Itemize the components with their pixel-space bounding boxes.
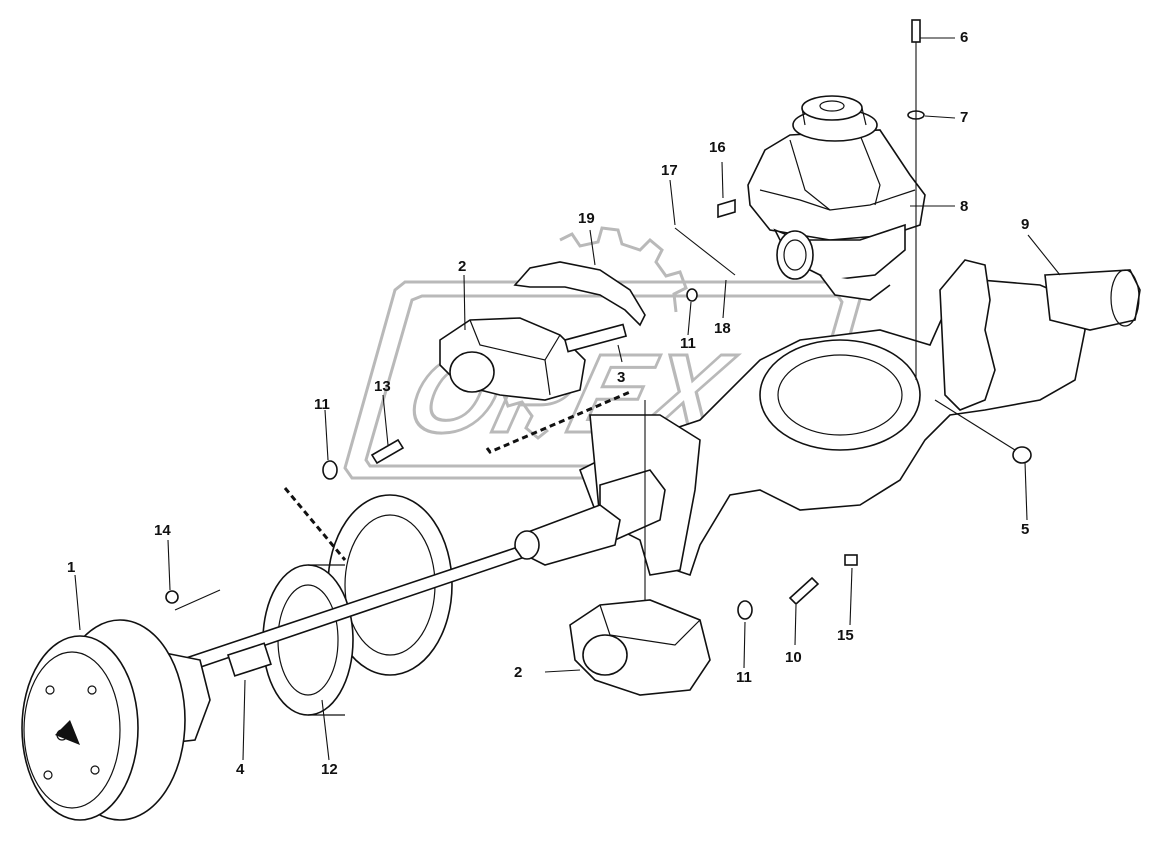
callout-12: 12 [321,761,338,778]
callout-14: 14 [154,522,171,539]
hub-flange [262,564,354,716]
callout-18: 18 [714,320,731,337]
callout-1: 1 [67,559,76,576]
callout-9: 9 [1021,216,1030,233]
fasteners [165,19,1032,620]
leader-lines [74,37,1061,761]
brake-caliper-upper [439,317,628,401]
callout-3: 3 [617,369,626,386]
assembly-guide-dashed [283,390,631,561]
callout-11: 11 [314,396,330,413]
differential-carrier [747,95,926,301]
callout-2: 2 [458,258,467,275]
brake-shield [513,261,646,327]
callout-8: 8 [960,198,969,215]
callout-15: 15 [837,627,854,644]
callout-4: 4 [236,761,245,778]
wheel-hub [21,619,211,821]
callout-17: 17 [661,162,678,179]
brake-caliper-lower [569,599,711,696]
axle-housing [514,259,1141,577]
callout-6: 6 [960,29,969,46]
callout-11: 11 [736,669,752,686]
callout-5: 5 [1021,521,1030,538]
callout-19: 19 [578,210,595,227]
callout-2: 2 [514,664,523,681]
callout-11: 11 [680,335,696,352]
callout-7: 7 [960,109,969,126]
callout-13: 13 [374,378,391,395]
callout-16: 16 [709,139,726,156]
callout-10: 10 [785,649,802,666]
